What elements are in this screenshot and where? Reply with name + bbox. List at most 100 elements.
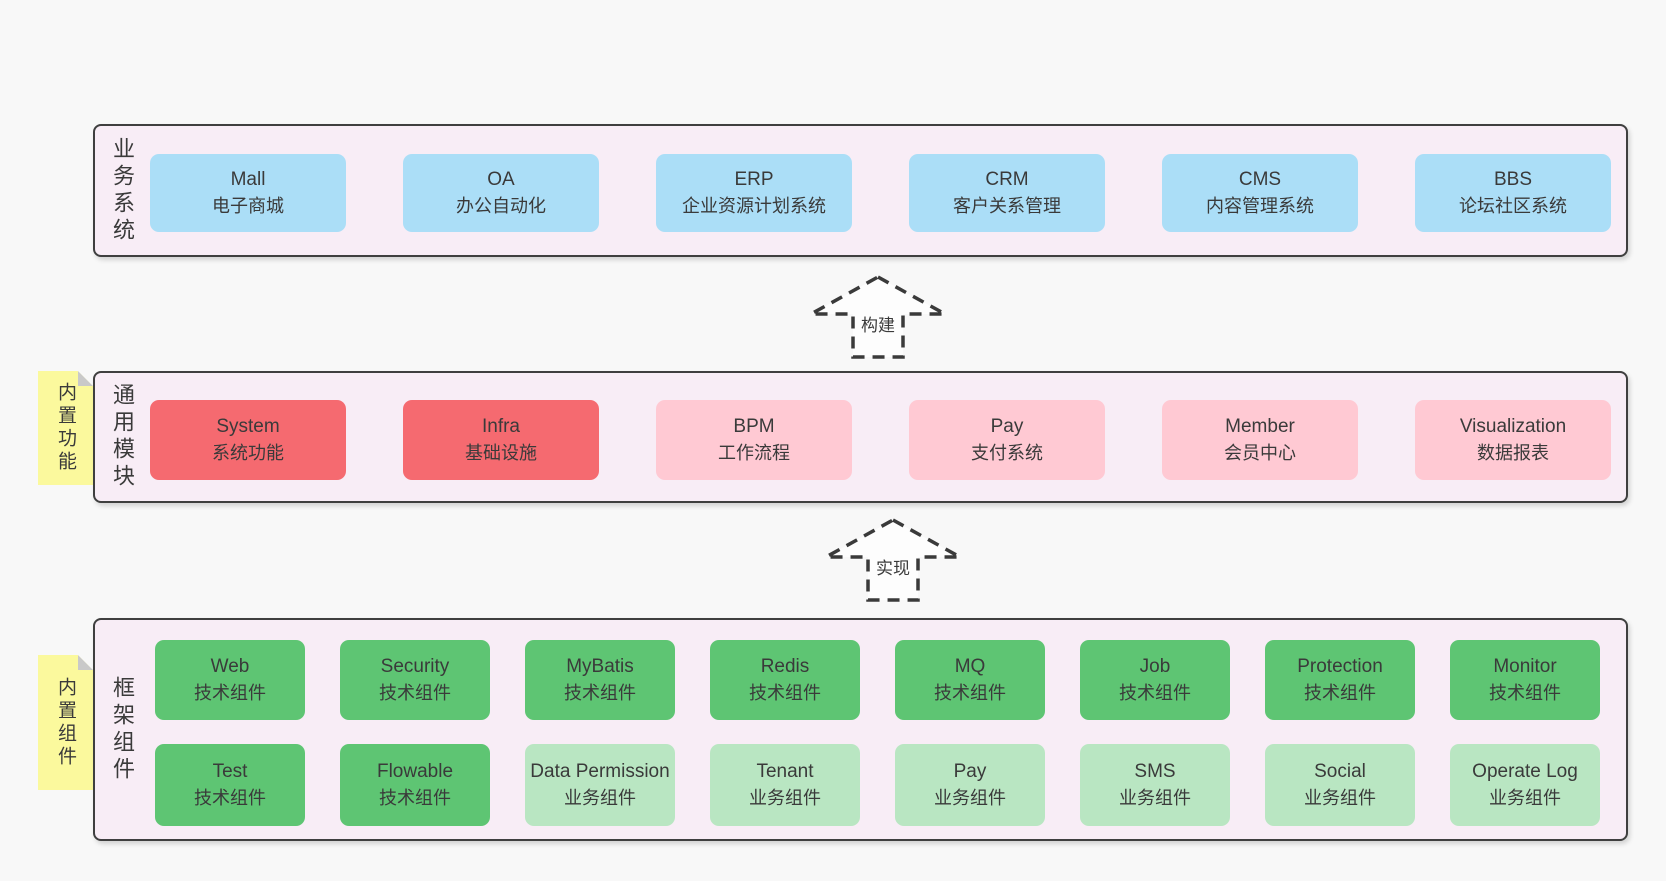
box-subtitle: 业务组件 xyxy=(1304,788,1376,808)
box-subtitle: 技术组件 xyxy=(1304,683,1376,703)
box-test: Test 技术组件 xyxy=(155,744,305,826)
sticky-note-built-in-features: 内置功能 xyxy=(38,371,93,485)
box-title: OA xyxy=(487,169,515,190)
box-title: Member xyxy=(1225,416,1295,437)
box-subtitle: 办公自动化 xyxy=(456,196,546,216)
box-subtitle: 技术组件 xyxy=(564,683,636,703)
box-title: MQ xyxy=(954,656,986,677)
box-subtitle: 业务组件 xyxy=(564,788,636,808)
box-visualization: Visualization 数据报表 xyxy=(1415,400,1611,480)
box-pay-component: Pay 业务组件 xyxy=(895,744,1045,826)
box-subtitle: 业务组件 xyxy=(749,788,821,808)
box-mall: Mall 电子商城 xyxy=(150,154,346,232)
box-title: Protection xyxy=(1297,656,1383,677)
box-title: ERP xyxy=(734,169,774,190)
box-member: Member 会员中心 xyxy=(1162,400,1358,480)
box-web: Web 技术组件 xyxy=(155,640,305,720)
box-subtitle: 业务组件 xyxy=(1489,788,1561,808)
sticky-fold-icon xyxy=(78,371,93,386)
band-common-modules: 通用模块 System 系统功能 Infra 基础设施 BPM 工作流程 Pay… xyxy=(93,371,1628,503)
box-title: Redis xyxy=(760,656,810,677)
box-subtitle: 技术组件 xyxy=(194,683,266,703)
arrow-build: 构建 xyxy=(808,274,948,360)
box-title: Operate Log xyxy=(1472,761,1578,782)
box-job: Job 技术组件 xyxy=(1080,640,1230,720)
box-system: System 系统功能 xyxy=(150,400,346,480)
box-security: Security 技术组件 xyxy=(340,640,490,720)
box-subtitle: 业务组件 xyxy=(1119,788,1191,808)
box-title: Test xyxy=(212,761,248,782)
box-title: Security xyxy=(380,656,450,677)
box-title: Pay xyxy=(953,761,987,782)
box-operate-log: Operate Log 业务组件 xyxy=(1450,744,1600,826)
arrow-implement-label: 实现 xyxy=(872,553,914,580)
box-erp: ERP 企业资源计划系统 xyxy=(656,154,852,232)
band-business-label: 业务系统 xyxy=(110,136,135,245)
box-subtitle: 内容管理系统 xyxy=(1206,196,1314,216)
box-subtitle: 论坛社区系统 xyxy=(1459,196,1567,216)
box-protection: Protection 技术组件 xyxy=(1265,640,1415,720)
box-title: Tenant xyxy=(756,761,814,782)
sticky-label: 内置组件 xyxy=(55,676,76,769)
box-title: BPM xyxy=(733,416,775,437)
band-framework-components: 框架组件 Web 技术组件 Security 技术组件 MyBatis 技术组件… xyxy=(93,618,1628,841)
box-title: Data Permission xyxy=(530,761,670,782)
band-business-systems: 业务系统 Mall 电子商城 OA 办公自动化 ERP 企业资源计划系统 CRM… xyxy=(93,124,1628,257)
box-subtitle: 业务组件 xyxy=(934,788,1006,808)
box-infra: Infra 基础设施 xyxy=(403,400,599,480)
box-mybatis: MyBatis 技术组件 xyxy=(525,640,675,720)
box-title: Monitor xyxy=(1493,656,1557,677)
box-subtitle: 技术组件 xyxy=(749,683,821,703)
box-monitor: Monitor 技术组件 xyxy=(1450,640,1600,720)
band-modules-label: 通用模块 xyxy=(110,383,135,491)
sticky-fold-icon xyxy=(78,655,93,670)
box-title: MyBatis xyxy=(566,656,634,677)
box-sms: SMS 业务组件 xyxy=(1080,744,1230,826)
box-flowable: Flowable 技术组件 xyxy=(340,744,490,826)
box-pay-module: Pay 支付系统 xyxy=(909,400,1105,480)
box-title: Infra xyxy=(481,416,521,437)
box-title: Web xyxy=(210,656,250,677)
box-bpm: BPM 工作流程 xyxy=(656,400,852,480)
box-subtitle: 技术组件 xyxy=(379,683,451,703)
box-subtitle: 企业资源计划系统 xyxy=(682,196,826,216)
box-subtitle: 技术组件 xyxy=(379,788,451,808)
box-subtitle: 系统功能 xyxy=(212,443,284,463)
box-title: SMS xyxy=(1134,761,1176,782)
box-title: Flowable xyxy=(376,761,454,782)
box-title: Mall xyxy=(230,169,266,190)
band-components-label: 框架组件 xyxy=(110,675,135,784)
box-tenant: Tenant 业务组件 xyxy=(710,744,860,826)
sticky-label: 内置功能 xyxy=(55,382,76,474)
box-cms: CMS 内容管理系统 xyxy=(1162,154,1358,232)
box-subtitle: 工作流程 xyxy=(718,443,790,463)
box-oa: OA 办公自动化 xyxy=(403,154,599,232)
box-subtitle: 技术组件 xyxy=(1119,683,1191,703)
box-mq: MQ 技术组件 xyxy=(895,640,1045,720)
box-subtitle: 基础设施 xyxy=(465,443,537,463)
box-subtitle: 客户关系管理 xyxy=(953,196,1061,216)
box-bbs: BBS 论坛社区系统 xyxy=(1415,154,1611,232)
box-redis: Redis 技术组件 xyxy=(710,640,860,720)
sticky-note-built-in-components: 内置组件 xyxy=(38,655,93,790)
box-title: Pay xyxy=(990,416,1024,437)
box-title: System xyxy=(216,416,280,437)
box-subtitle: 支付系统 xyxy=(971,443,1043,463)
box-subtitle: 电子商城 xyxy=(212,196,284,216)
box-title: Job xyxy=(1139,656,1171,677)
box-title: BBS xyxy=(1493,169,1533,190)
box-subtitle: 会员中心 xyxy=(1224,443,1296,463)
box-social: Social 业务组件 xyxy=(1265,744,1415,826)
box-crm: CRM 客户关系管理 xyxy=(909,154,1105,232)
box-data-permission: Data Permission 业务组件 xyxy=(525,744,675,826)
box-subtitle: 数据报表 xyxy=(1477,443,1549,463)
box-title: Visualization xyxy=(1459,416,1567,437)
box-subtitle: 技术组件 xyxy=(1489,683,1561,703)
box-subtitle: 技术组件 xyxy=(194,788,266,808)
box-title: Social xyxy=(1314,761,1366,782)
box-title: CMS xyxy=(1238,169,1282,190)
box-title: CRM xyxy=(985,169,1029,190)
arrow-implement: 实现 xyxy=(823,517,963,603)
box-subtitle: 技术组件 xyxy=(934,683,1006,703)
